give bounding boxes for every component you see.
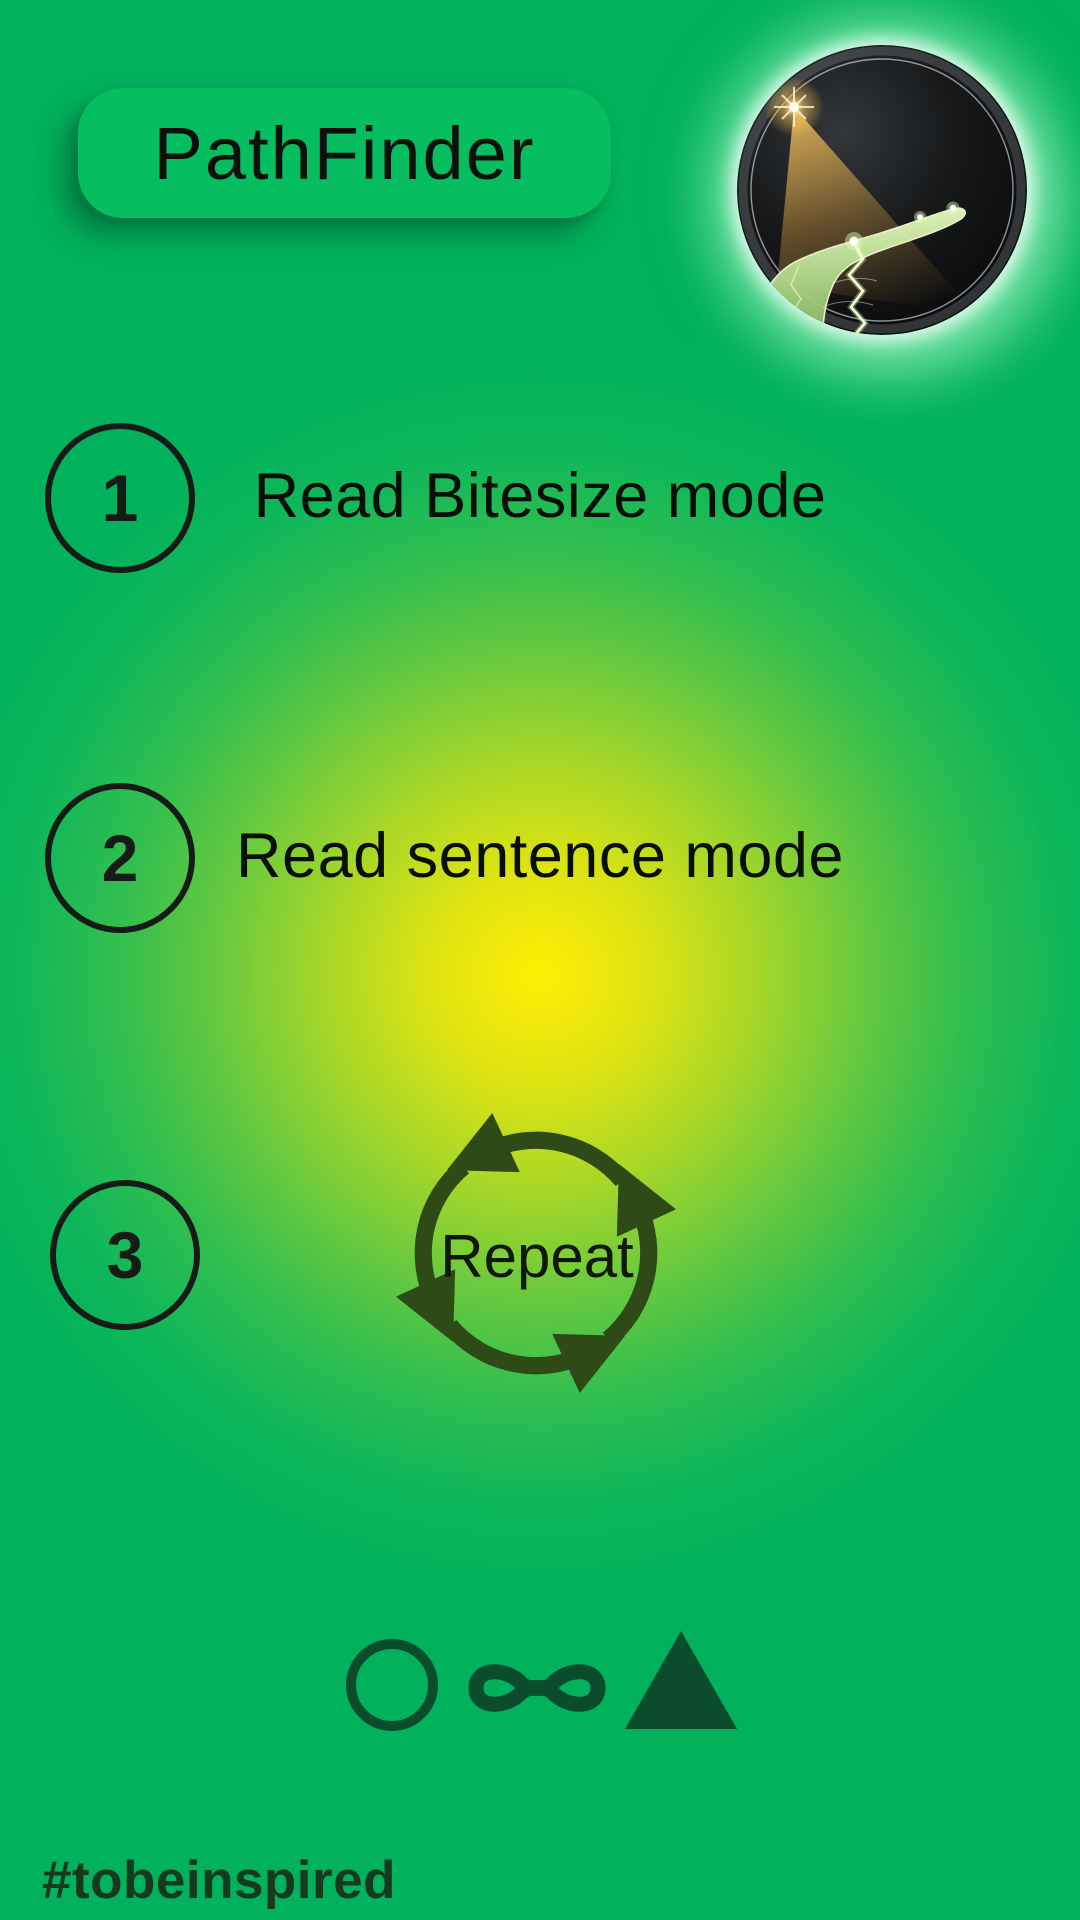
step-1-number: 1 [101,461,139,535]
pathfinder-label: PathFinder [153,111,536,195]
step-2-badge: 2 [45,783,195,933]
glow-node [917,214,923,220]
rim-line [750,58,1014,322]
triangle-icon [625,1631,737,1729]
hashtag-text: #tobeinspired [42,1851,397,1910]
cycle-arc-top [446,1112,629,1187]
winding-path [750,207,966,335]
step-3-number: 3 [106,1218,144,1292]
light-source-star [789,102,799,112]
glow-node [849,236,859,246]
step-2-label: Read sentence mode [236,821,844,891]
cycle-arrows-icon [395,1112,677,1394]
infinity-icon [468,1664,606,1712]
cycle-arc-right [602,1163,677,1346]
repeat-label: Repeat [440,1223,634,1290]
circle-icon [346,1639,438,1731]
repeat-cycle [375,1092,697,1414]
cycle-arc-left [395,1160,470,1343]
step-1-label: Read Bitesize mode [253,461,827,531]
lightning-line [847,242,867,335]
pathfinder-button[interactable]: PathFinder [78,88,611,218]
step-2-number: 2 [101,821,139,895]
glowing-path-image [737,45,1027,335]
cycle-arc-bottom [443,1319,626,1394]
glow-node [949,204,957,212]
path-illustration [737,45,1027,335]
step-3-badge: 3 [50,1180,200,1330]
step-1-badge: 1 [45,423,195,573]
